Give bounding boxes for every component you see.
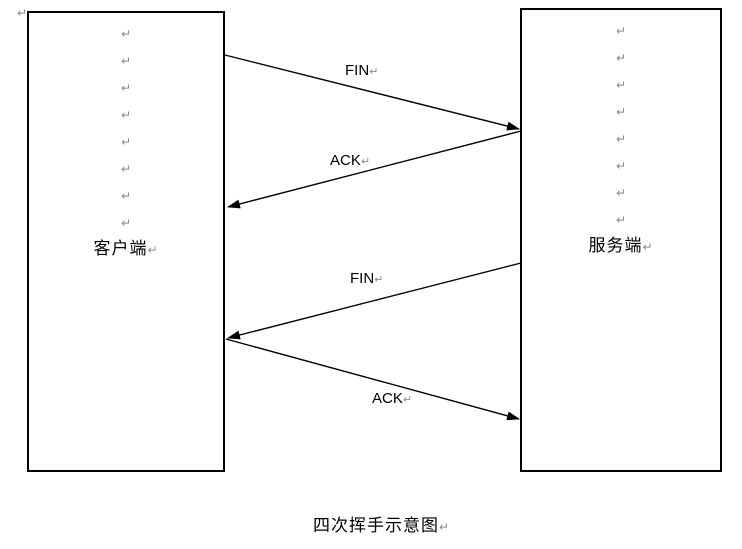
server-empty-lines: ↵ ↵ ↵ ↵ ↵ ↵ ↵ ↵ 服务端↵ bbox=[522, 18, 720, 258]
empty-line: ↵ bbox=[522, 126, 720, 153]
paragraph-mark: ↵ bbox=[120, 54, 132, 68]
empty-line: ↵ bbox=[522, 45, 720, 72]
ack2-arrow-client-to-server[interactable] bbox=[225, 338, 520, 421]
paragraph-mark: ↵ bbox=[439, 520, 451, 534]
empty-line: ↵ bbox=[29, 156, 223, 183]
paragraph-mark: ↵ bbox=[120, 27, 132, 41]
ack1-arrow-server-to-client[interactable] bbox=[227, 130, 522, 209]
empty-line: ↵ bbox=[29, 21, 223, 48]
paragraph-mark: ↵ bbox=[374, 273, 384, 286]
paragraph-mark: ↵ bbox=[615, 105, 627, 119]
caption-text: 四次挥手示意图 bbox=[313, 516, 439, 535]
paragraph-mark: ↵ bbox=[615, 51, 627, 65]
paragraph-mark: ↵ bbox=[642, 240, 654, 254]
empty-line: ↵ bbox=[522, 72, 720, 99]
paragraph-mark: ↵ bbox=[615, 159, 627, 173]
ack2-label: ACK↵ bbox=[372, 389, 412, 409]
client-label-text: 客户端 bbox=[93, 239, 148, 258]
empty-line: ↵ bbox=[522, 180, 720, 207]
paragraph-mark: ↵ bbox=[120, 81, 132, 95]
empty-line: ↵ bbox=[29, 183, 223, 210]
diagram-caption: 四次挥手示意图↵ bbox=[313, 511, 450, 536]
fin1-arrow-client-to-server[interactable] bbox=[224, 54, 520, 131]
paragraph-mark: ↵ bbox=[120, 162, 132, 176]
fin2-label: FIN↵ bbox=[350, 269, 383, 289]
paragraph-mark: ↵ bbox=[402, 393, 413, 406]
ack2-text: ACK bbox=[372, 390, 403, 407]
fin2-arrow-server-to-client[interactable] bbox=[227, 262, 522, 340]
server-label-text: 服务端 bbox=[588, 236, 643, 255]
paragraph-mark: ↵ bbox=[615, 78, 627, 92]
server-box-label: 服务端↵ bbox=[522, 234, 720, 258]
ack1-label: ACK↵ bbox=[330, 151, 370, 171]
empty-line: ↵ bbox=[522, 99, 720, 126]
paragraph-mark: ↵ bbox=[120, 189, 132, 203]
paragraph-mark: ↵ bbox=[120, 216, 132, 230]
empty-line: ↵ bbox=[29, 210, 223, 237]
fin1-label: FIN↵ bbox=[345, 61, 378, 81]
empty-line: ↵ bbox=[29, 129, 223, 156]
paragraph-mark: ↵ bbox=[369, 65, 379, 78]
empty-line: ↵ bbox=[522, 18, 720, 45]
paragraph-mark: ↵ bbox=[120, 135, 132, 149]
empty-line: ↵ bbox=[522, 207, 720, 234]
paragraph-mark: ↵ bbox=[615, 24, 627, 38]
paragraph-mark: ↵ bbox=[615, 132, 627, 146]
ack1-text: ACK bbox=[330, 152, 361, 169]
paragraph-mark: ↵ bbox=[615, 213, 627, 227]
client-box-label: 客户端↵ bbox=[29, 237, 223, 261]
fin2-text: FIN bbox=[350, 270, 375, 287]
paragraph-mark: ↵ bbox=[615, 186, 627, 200]
paragraph-mark: ↵ bbox=[147, 243, 159, 257]
paragraph-mark: ↵ bbox=[360, 155, 371, 168]
server-box[interactable]: ↵ ↵ ↵ ↵ ↵ ↵ ↵ ↵ 服务端↵ bbox=[520, 8, 722, 472]
fin1-text: FIN bbox=[345, 62, 370, 79]
empty-line: ↵ bbox=[522, 153, 720, 180]
empty-line: ↵ bbox=[29, 75, 223, 102]
empty-line: ↵ bbox=[29, 102, 223, 129]
paragraph-mark: ↵ bbox=[120, 108, 132, 122]
client-empty-lines: ↵ ↵ ↵ ↵ ↵ ↵ ↵ ↵ 客户端↵ bbox=[29, 21, 223, 261]
paragraph-mark: ↵ bbox=[17, 6, 28, 20]
client-box[interactable]: ↵ ↵ ↵ ↵ ↵ ↵ ↵ ↵ 客户端↵ bbox=[27, 11, 225, 472]
empty-line: ↵ bbox=[29, 48, 223, 75]
